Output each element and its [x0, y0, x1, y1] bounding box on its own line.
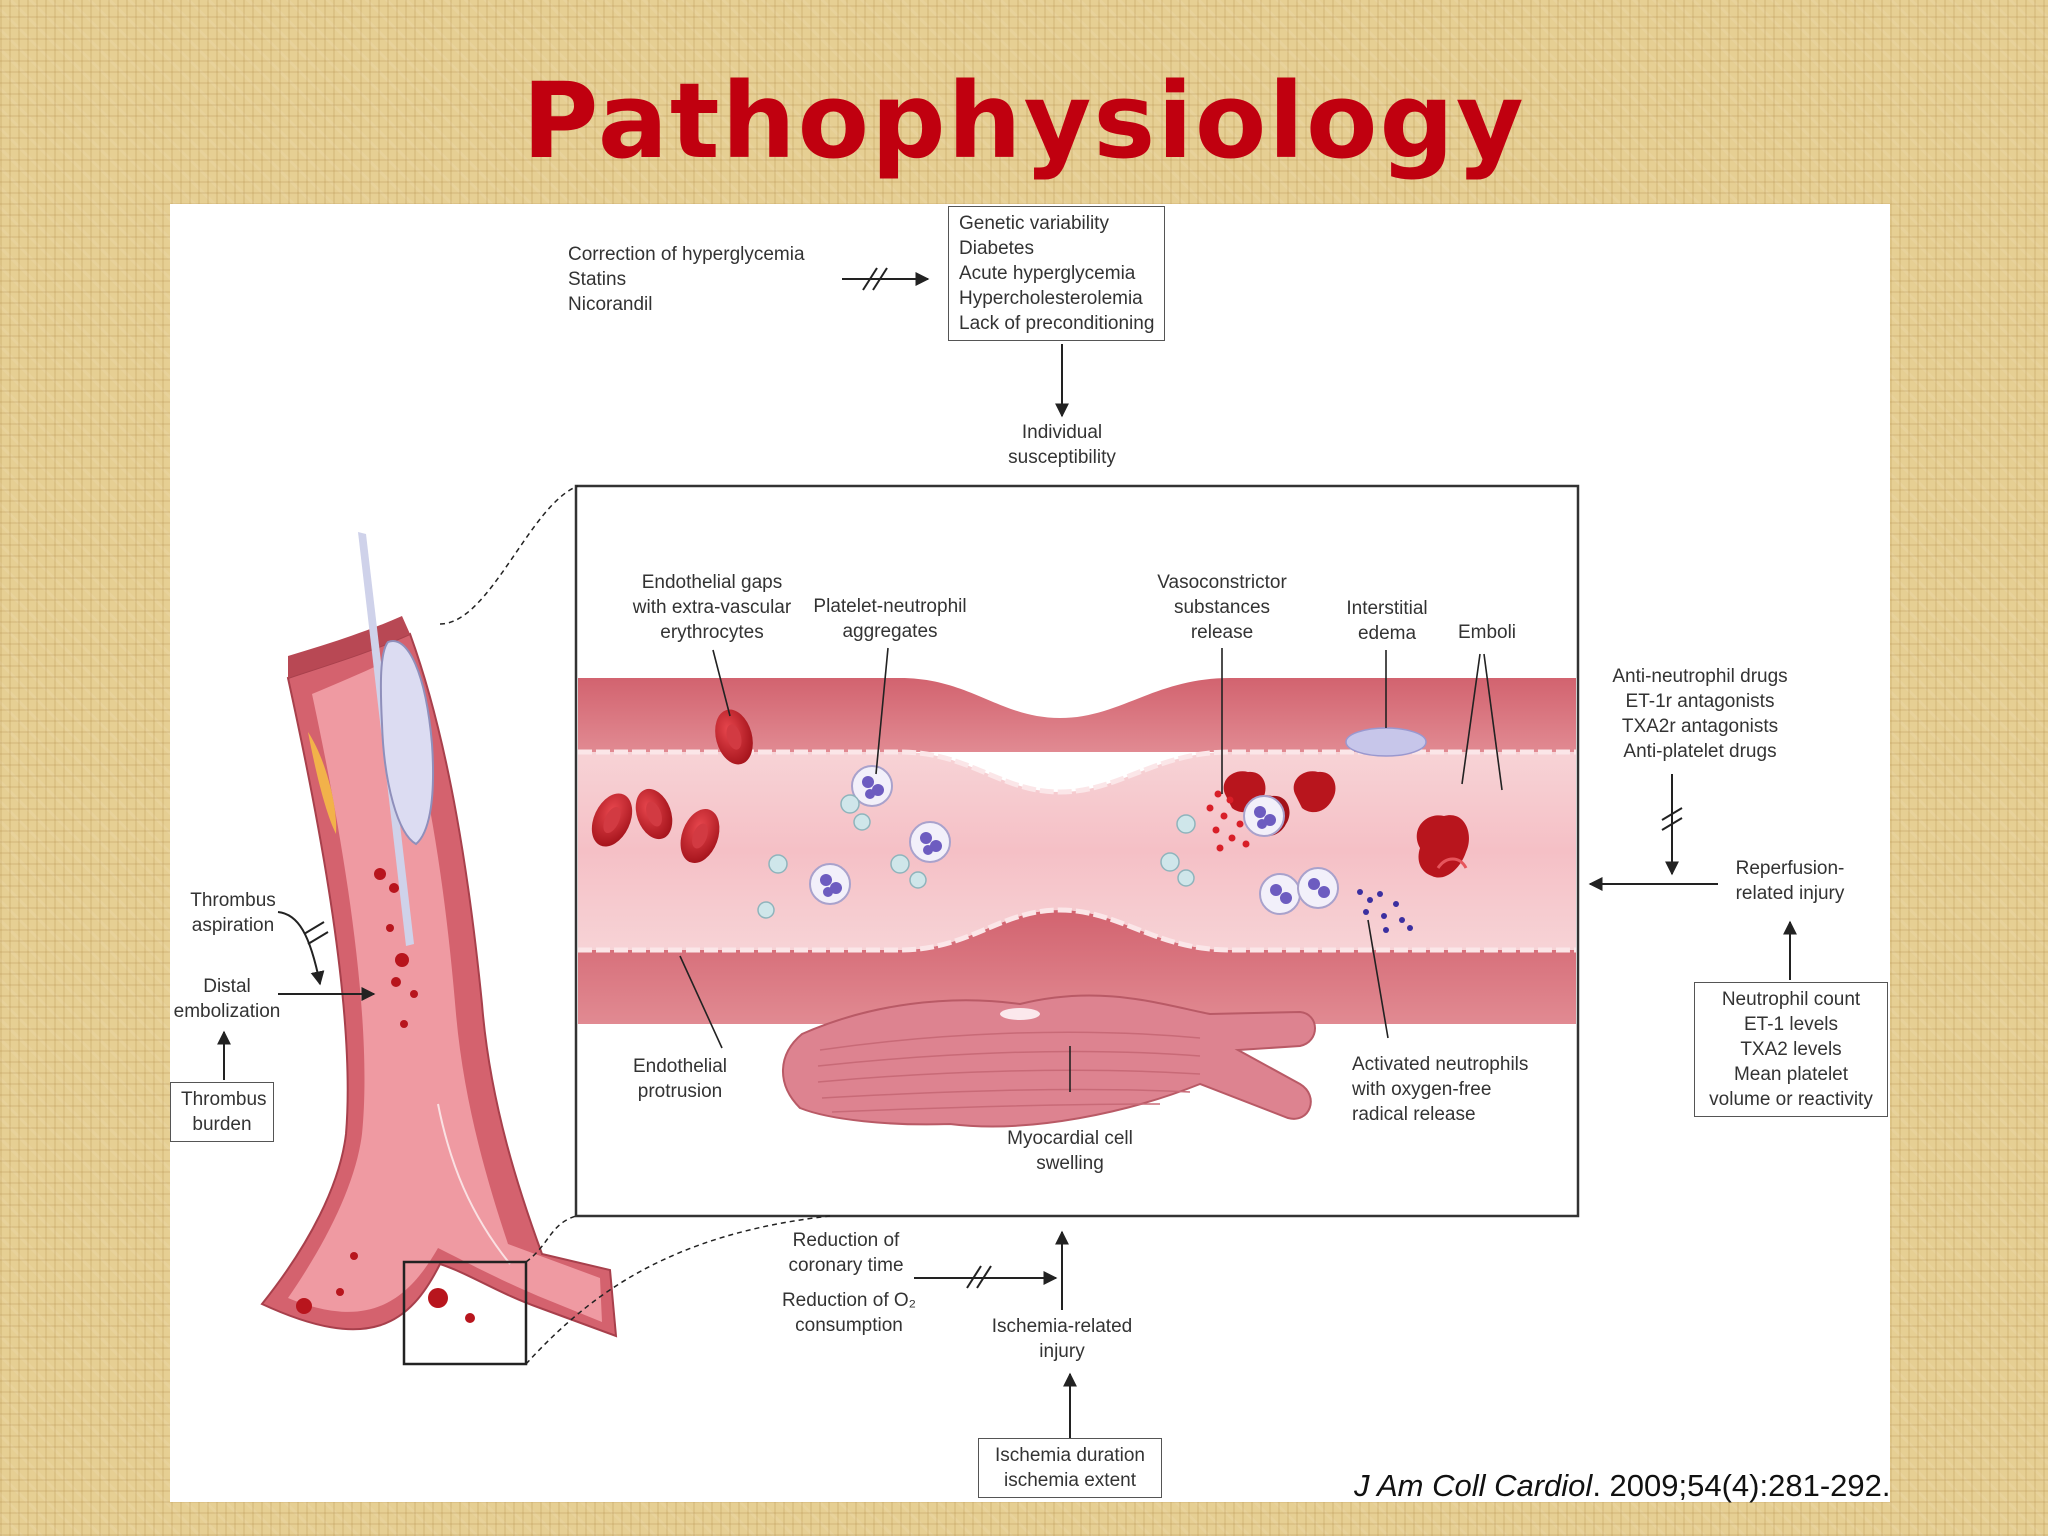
citation-journal: J Am Coll Cardiol	[1354, 1468, 1593, 1503]
block-mark	[1661, 817, 1683, 831]
slide-title: Pathophysiology	[522, 60, 1526, 182]
distal-embolization-label: Distal embolization	[173, 976, 281, 1022]
endothelium-top	[578, 749, 1576, 795]
top-therapies-label: Correction of hyperglycemia Statins Nico…	[568, 244, 805, 315]
zoom-line	[525, 1215, 831, 1365]
reduction-o2-label: Reduction of O₂ consumption	[781, 1290, 917, 1336]
reperfusion-injury-label: Reperfusion- related injury	[1735, 858, 1845, 904]
endothelial-protrusion-label: Endothelial protrusion	[632, 1056, 728, 1102]
ischemia-injury-label: Ischemia-related injury	[991, 1316, 1133, 1362]
block-mark	[872, 267, 888, 291]
myocardial-swelling-label: Myocardial cell swelling	[1007, 1128, 1133, 1174]
oxygen-radicals	[1357, 889, 1413, 933]
endothelial-gaps-label: Endothelial gaps with extra-vascular ery…	[632, 572, 792, 643]
zoom-box	[402, 1260, 528, 1366]
figure-panel: Correction of hyperglycemia Statins Nico…	[170, 204, 1890, 1502]
citation-details: . 2009;54(4):281-292.	[1592, 1468, 1891, 1503]
endothelium-bottom	[578, 907, 1576, 953]
balloon	[379, 640, 435, 846]
thrombus-burden-box: Thrombus burden	[170, 1082, 274, 1142]
zoom-line	[439, 485, 579, 625]
vasoconstrictor-label: Vasoconstrictor substances release	[1157, 572, 1287, 643]
pointer-lines	[679, 647, 1503, 1092]
vessel-wall-bottom	[578, 910, 1576, 1024]
zoom-line	[525, 1215, 577, 1263]
block-mark	[307, 931, 329, 945]
block-mark	[966, 1265, 982, 1289]
citation: J Am Coll Cardiol. 2009;54(4):281-292.	[1354, 1468, 1890, 1504]
myocardial-cell	[782, 994, 1316, 1128]
aspiration-arrow	[277, 911, 325, 986]
right-drugs-label: Anti-neutrophil drugs ET-1r antagonists …	[1612, 666, 1788, 762]
platelet-neutrophil-label: Platelet-neutrophil aggregates	[813, 596, 967, 642]
block-mark	[976, 1265, 992, 1289]
neutrophil-markers-box: Neutrophil count ET-1 levels TXA2 levels…	[1694, 982, 1888, 1117]
thrombus-aspiration-label: Thrombus aspiration	[190, 890, 276, 936]
interstitial-edema-label: Interstitial edema	[1346, 598, 1428, 644]
edema-shape	[1345, 727, 1427, 757]
reduction-coronary-label: Reduction of coronary time	[788, 1230, 904, 1276]
susceptibility-factors-box: Genetic variability Diabetes Acute hyper…	[948, 206, 1166, 341]
block-mark	[1661, 807, 1683, 821]
activated-neutrophils-label: Activated neutrophils with oxygen-free r…	[1352, 1054, 1529, 1125]
vasoconstrictor-particles	[1206, 790, 1250, 852]
emboli-label: Emboli	[1457, 622, 1517, 643]
block-mark	[303, 921, 325, 935]
individual-susceptibility-label: Individual susceptibility	[1008, 422, 1116, 468]
neutrophils	[809, 765, 1339, 915]
vessel-wall-top	[578, 678, 1576, 752]
pathophysiology-diagram	[217, 267, 1797, 1444]
erythrocytes	[591, 709, 753, 864]
block-mark	[862, 267, 878, 291]
coronary-artery	[260, 532, 618, 1338]
platelets	[757, 794, 1196, 919]
ischemia-duration-box: Ischemia duration ischemia extent	[978, 1438, 1162, 1498]
